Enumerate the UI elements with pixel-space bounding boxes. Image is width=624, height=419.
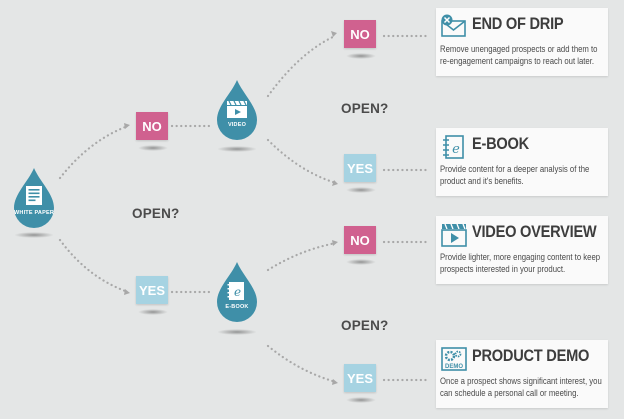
open-question: OPEN?: [341, 101, 389, 116]
decision-no-box: NO: [344, 226, 376, 254]
arrowhead-icon: [124, 123, 130, 129]
video-icon: [441, 223, 467, 247]
open-question: OPEN?: [132, 206, 180, 221]
outcome-description: Provide lighter, more engaging content t…: [440, 252, 601, 274]
connector-ebook-to-no: [266, 241, 338, 272]
open-question: OPEN?: [341, 318, 389, 333]
outcome-title: E-BOOK: [472, 134, 529, 153]
box-shadow: [346, 259, 376, 265]
demo-gear-icon: DEMO: [441, 347, 467, 371]
drop-label: WHITE PAPER: [14, 210, 54, 216]
box-shadow: [346, 397, 376, 403]
video-icon: [227, 100, 247, 118]
drop-shadow: [217, 146, 257, 152]
outcome-title: END OF DRIP: [472, 14, 564, 33]
arrowhead-icon: [332, 240, 338, 246]
arrowhead-icon: [124, 289, 130, 295]
arrowhead-icon: [331, 31, 337, 37]
connector-wp-to-no: [58, 124, 130, 180]
white-paper-drop: WHITE PAPER: [8, 168, 60, 228]
ebook-drop: e E-BOOK: [211, 262, 263, 322]
decision-yes-box: YES: [136, 276, 168, 304]
box-shadow: [346, 53, 376, 59]
arrowhead-icon: [332, 379, 338, 385]
connector-video-to-no: [266, 34, 337, 98]
decision-yes-box: YES: [344, 154, 376, 182]
decision-no-box: NO: [136, 112, 168, 140]
outcome-title: PRODUCT DEMO: [472, 346, 590, 365]
outcome-card-ebook: e E-BOOK Provide content for a deeper an…: [436, 128, 608, 196]
drop-shadow: [14, 232, 54, 238]
demo-icon-label: DEMO: [445, 364, 463, 370]
video-drop: VIDEO: [211, 80, 263, 140]
outcome-description: Provide content for a deeper analysis of…: [440, 164, 590, 186]
outcome-card-product-demo: DEMO PRODUCT DEMO Once a prospect shows …: [436, 340, 608, 408]
outcome-description: Once a prospect shows significant intere…: [440, 376, 602, 398]
box-shadow: [138, 145, 168, 151]
box-shadow: [346, 187, 376, 193]
connector-video-to-yes: [266, 138, 338, 185]
outcome-card-video-overview: VIDEO OVERVIEW Provide lighter, more eng…: [436, 216, 608, 284]
svg-text:e: e: [452, 142, 460, 157]
decision-yes-box: YES: [344, 364, 376, 392]
svg-text:e: e: [234, 285, 241, 299]
ebook-icon: e: [227, 282, 244, 300]
connector-ebook-to-yes: [266, 344, 338, 384]
email-x-icon: [441, 14, 466, 37]
document-icon: [26, 186, 42, 205]
drop-shadow: [217, 329, 257, 335]
box-shadow: [138, 309, 168, 315]
ebook-icon: e: [443, 135, 464, 159]
drop-label: VIDEO: [227, 122, 247, 128]
decision-no-box: NO: [344, 20, 376, 48]
outcome-description: Remove unengaged prospects or add them t…: [440, 44, 598, 66]
connector-wp-to-yes: [58, 238, 130, 294]
arrowhead-icon: [332, 180, 338, 186]
drop-label: E-BOOK: [225, 304, 249, 310]
outcome-title: VIDEO OVERVIEW: [472, 222, 597, 241]
outcome-card-end-of-drip: END OF DRIP Remove unengaged prospects o…: [436, 8, 608, 76]
